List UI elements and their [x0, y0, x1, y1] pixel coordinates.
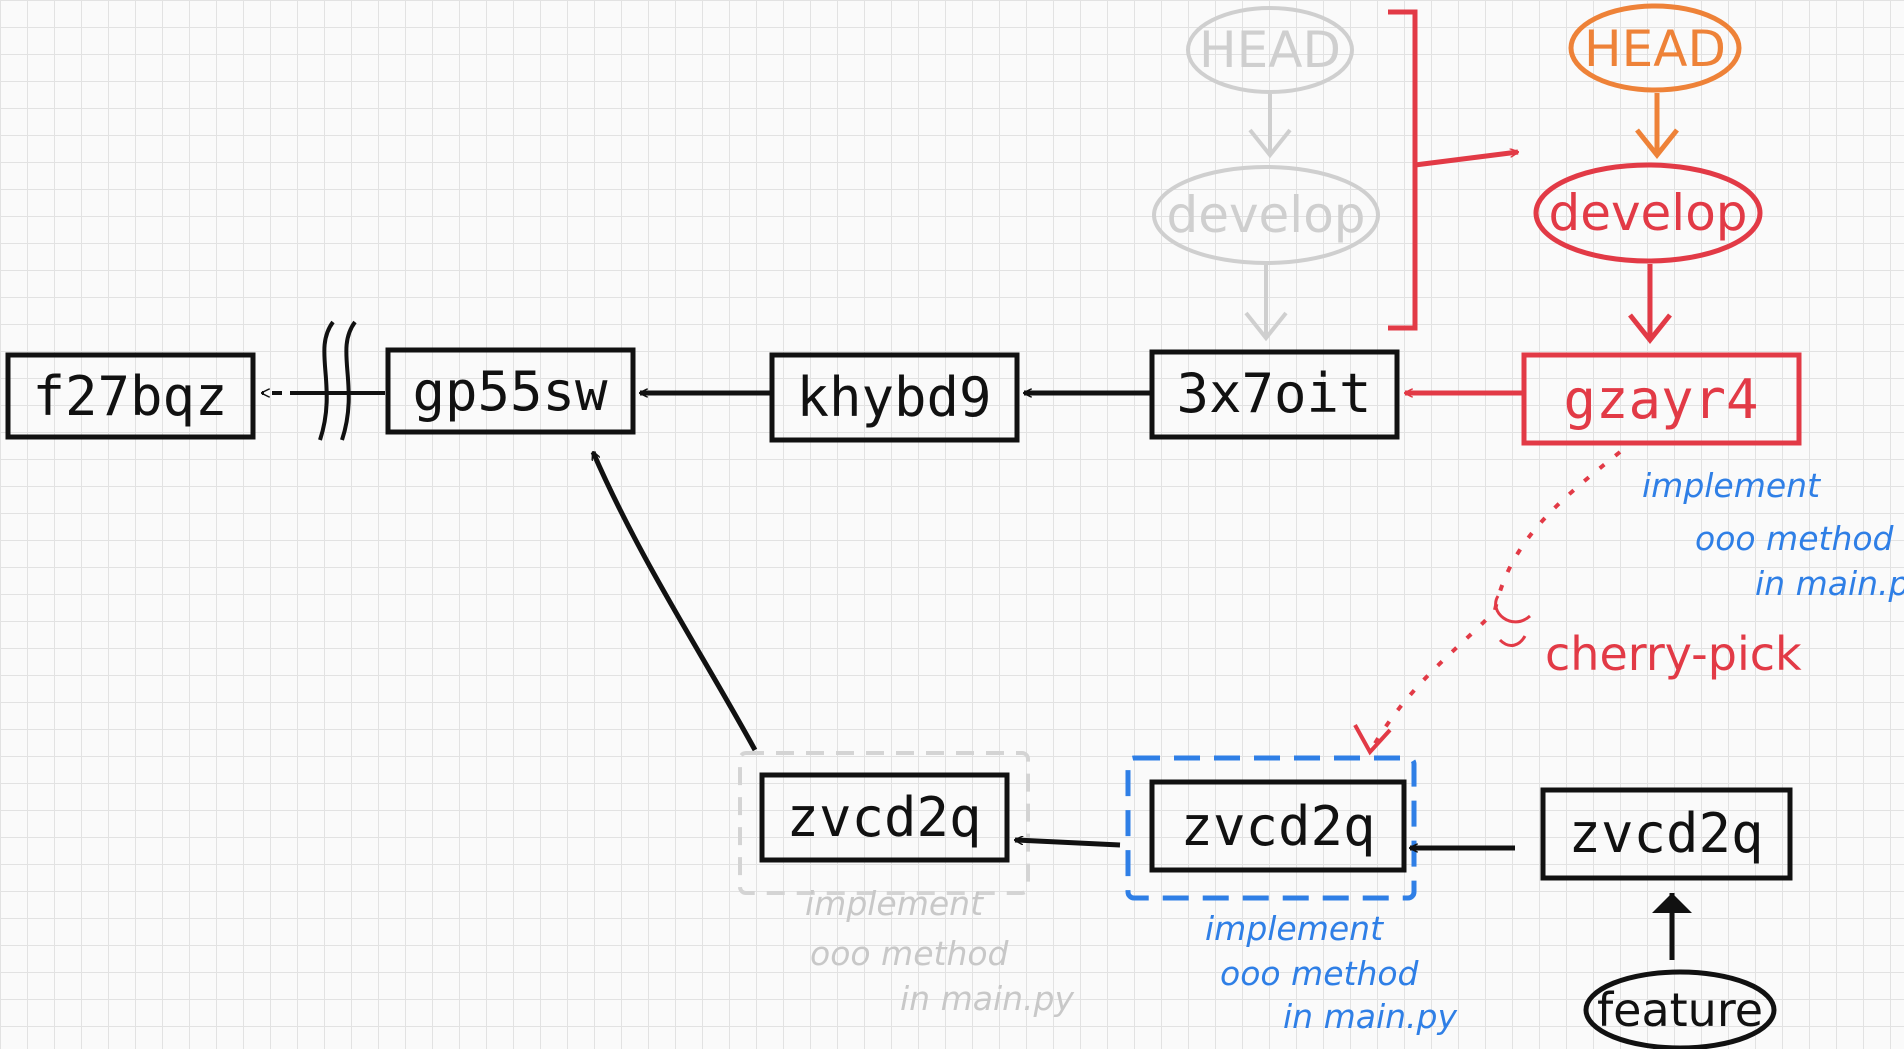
ghost-head-pill	[1186, 6, 1354, 94]
arrow-feature-base-to-gp55sw	[590, 452, 758, 752]
note-gzayr4-line2: ooo method	[1695, 519, 1895, 558]
note-ghost-line3: in main.py	[900, 979, 1074, 1018]
note-ghost-line2: ooo method	[810, 934, 1010, 973]
note-picked: implement ooo method in main.py	[1205, 909, 1457, 1036]
commit-zvcd2q-original: zvcd2q	[759, 772, 1010, 863]
new-head-label: HEAD	[1584, 20, 1726, 78]
ghost-develop-label: develop	[1166, 186, 1365, 244]
ghost-head-develop: HEAD develop	[1152, 6, 1380, 342]
commit-gp55sw: gp55sw	[385, 347, 636, 435]
commit-zvcd2q-original-label: zvcd2q	[786, 786, 981, 849]
feature-branch: feature	[1583, 893, 1777, 1049]
note-picked-line3: in main.py	[1283, 997, 1457, 1036]
note-gzayr4: implement ooo method in main.py	[1642, 466, 1904, 603]
note-ghost: implement ooo method in main.py	[805, 884, 1074, 1018]
commit-f27bqz-label: f27bqz	[32, 365, 227, 428]
new-develop-label: develop	[1548, 184, 1747, 242]
picked-commit-highlight	[1125, 755, 1417, 901]
commit-gp55sw-label: gp55sw	[412, 360, 608, 423]
commit-zvcd2q-picked-label: zvcd2q	[1180, 795, 1375, 858]
commit-khybd9-label: khybd9	[796, 366, 991, 429]
note-gzayr4-line1: implement	[1642, 466, 1821, 505]
new-head-develop: HEAD develop	[1533, 3, 1763, 345]
commit-khybd9: khybd9	[769, 352, 1020, 443]
commit-zvcd2q-tip: zvcd2q	[1540, 787, 1793, 881]
new-develop-pill	[1533, 162, 1763, 264]
commit-gzayr4: gzayr4	[1521, 352, 1802, 446]
move-refs-bracket	[1388, 9, 1518, 331]
feature-label: feature	[1597, 983, 1763, 1037]
commit-3x7oit-label: 3x7oit	[1176, 362, 1371, 425]
ghost-head-label: HEAD	[1199, 21, 1341, 79]
arrow-picked-to-original	[1015, 840, 1121, 848]
history-break	[262, 320, 385, 441]
commit-zvcd2q-picked: zvcd2q	[1149, 779, 1407, 873]
feature-pill	[1583, 969, 1777, 1049]
note-gzayr4-line3: in main.py	[1755, 564, 1904, 603]
ghost-commit-highlight	[738, 751, 1030, 895]
cherry-pick-path: cherry-pick	[1353, 450, 1802, 756]
commit-gzayr4-label: gzayr4	[1563, 368, 1758, 431]
commit-zvcd2q-tip-label: zvcd2q	[1568, 802, 1763, 865]
note-ghost-line1: implement	[805, 884, 984, 923]
note-picked-line1: implement	[1205, 909, 1384, 948]
ghost-develop-pill	[1152, 165, 1380, 265]
commit-3x7oit: 3x7oit	[1149, 349, 1400, 440]
new-head-pill	[1568, 3, 1742, 93]
commit-f27bqz: f27bqz	[5, 352, 256, 440]
note-picked-line2: ooo method	[1220, 954, 1420, 993]
cherry-pick-label: cherry-pick	[1545, 627, 1802, 681]
